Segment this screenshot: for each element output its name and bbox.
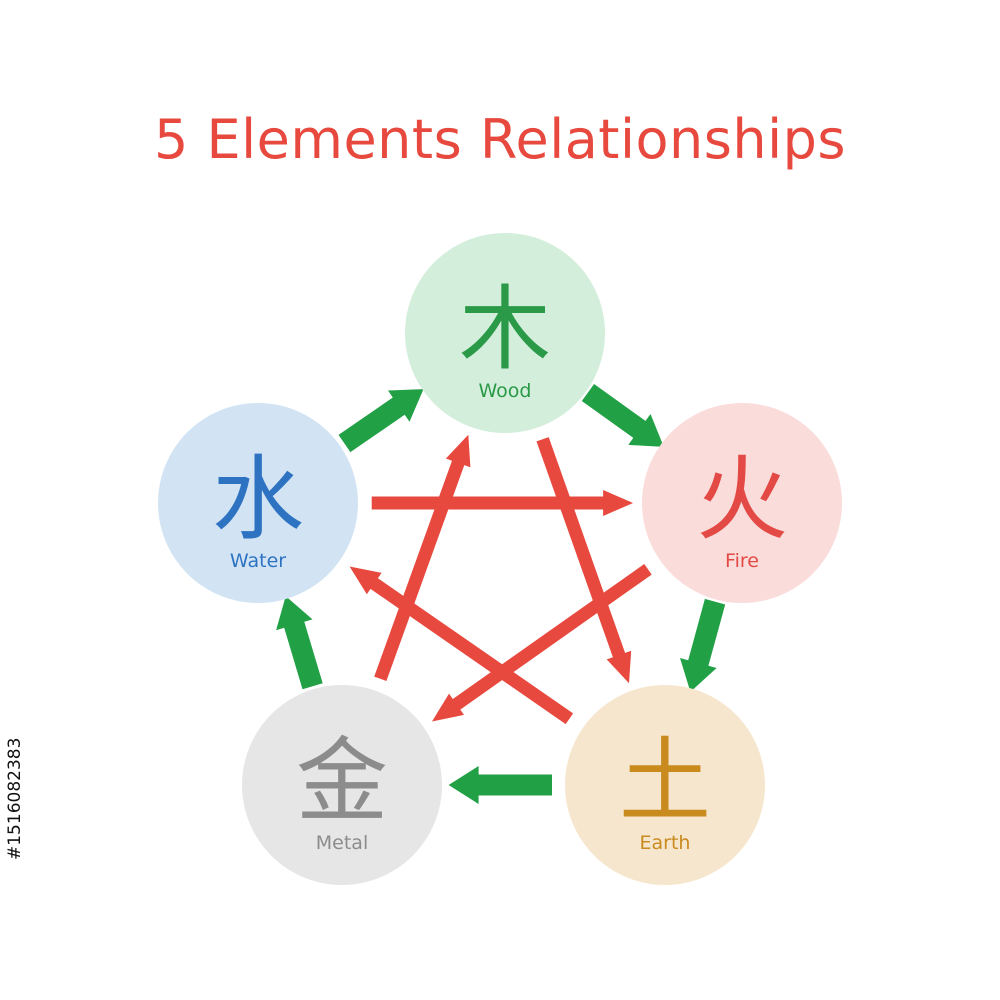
element-circle-wood [405, 233, 605, 433]
element-label-water: Water [230, 550, 286, 572]
generating-arrow-water-to-wood [338, 389, 424, 453]
controlling-arrow-water-to-fire [371, 490, 634, 516]
element-circle-fire [642, 403, 842, 603]
element-label-earth: Earth [640, 832, 691, 854]
element-glyph-wood: 木 [459, 276, 551, 383]
element-glyph-fire: 火 [696, 446, 788, 553]
arrows-layer [276, 384, 726, 804]
controlling-arrow-metal-to-wood [374, 434, 471, 681]
stock-id-text: #1516082383 [5, 737, 25, 860]
element-label-wood: Wood [479, 380, 532, 402]
element-label-fire: Fire [725, 550, 759, 572]
element-glyph-metal: 金 [296, 728, 388, 835]
controlling-arrow-wood-to-earth [536, 437, 632, 684]
generating-arrow-fire-to-earth [680, 598, 726, 692]
diagram-title: 5 Elements Relationships [153, 108, 846, 171]
generating-arrow-metal-to-water [276, 596, 323, 690]
controlling-arrow-earth-to-water [349, 566, 574, 725]
element-circle-metal [242, 685, 442, 885]
element-circle-earth [565, 685, 765, 885]
element-circle-water [158, 403, 358, 603]
element-glyph-water: 水 [212, 446, 304, 553]
generating-arrow-wood-to-fire [581, 384, 664, 447]
element-glyph-earth: 土 [619, 728, 711, 835]
element-label-metal: Metal [316, 832, 368, 854]
generating-arrow-earth-to-metal [448, 766, 552, 804]
